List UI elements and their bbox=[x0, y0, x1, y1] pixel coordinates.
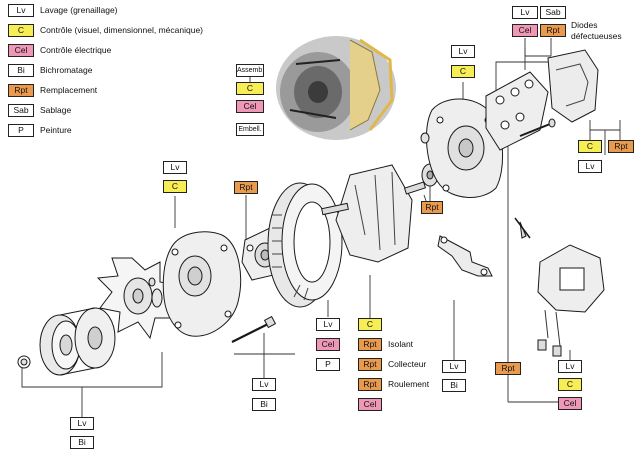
legend-text-lv: Lavage (grenaillage) bbox=[40, 5, 118, 15]
stud-tag-bi: Bi bbox=[252, 398, 276, 411]
rotor-tag-cel: Cel bbox=[358, 398, 382, 411]
legend-code-p: P bbox=[8, 124, 34, 137]
pulley-part bbox=[39, 307, 116, 376]
clip-part bbox=[437, 235, 493, 277]
diodes-tag-cel: Cel bbox=[512, 24, 538, 37]
legend-code-lv: Lv bbox=[8, 4, 34, 17]
regulator-tag-lv: Lv bbox=[578, 160, 602, 173]
rotor-tag-rpt-isolant: Rpt bbox=[358, 338, 382, 351]
legend-text-cel: Contrôle électrique bbox=[40, 45, 112, 55]
stator-tag-cel: Cel bbox=[316, 338, 340, 351]
brush-holder-tag-lv: Lv bbox=[558, 360, 582, 373]
rotor-part bbox=[321, 164, 427, 263]
brush-holder-part bbox=[519, 221, 605, 357]
regulator-tag-rpt: Rpt bbox=[608, 140, 634, 153]
brush-holder-tag-cel: Cel bbox=[558, 397, 582, 410]
photo-tag-cel: Cel bbox=[236, 100, 264, 113]
rotor-tag-c: C bbox=[358, 318, 382, 331]
fan-part bbox=[96, 257, 179, 340]
diodes-tag-rpt: Rpt bbox=[540, 24, 566, 37]
clip-tag-lv: Lv bbox=[442, 360, 466, 373]
legend-text-c: Contrôle (visuel, dimensionnel, mécaniqu… bbox=[40, 25, 203, 35]
front-housing-part bbox=[162, 231, 242, 337]
pulley-tag-bi: Bi bbox=[70, 436, 94, 449]
assembled-alternator-photo bbox=[276, 36, 396, 140]
stator-tag-p: P bbox=[316, 358, 340, 371]
rotor-label-isolant: Isolant bbox=[388, 339, 414, 349]
legend-code-bi: Bi bbox=[8, 64, 34, 77]
bracket-tag-lv: Lv bbox=[451, 45, 475, 58]
legend-text-p: Peinture bbox=[40, 125, 72, 135]
front-housing-tag-c: C bbox=[163, 180, 187, 193]
legend-text-bi: Bichromatage bbox=[40, 65, 93, 75]
rotor-label-collecteur: Collecteur bbox=[388, 359, 427, 369]
legend-code-cel: Cel bbox=[8, 44, 34, 57]
legend-code-c: C bbox=[8, 24, 34, 37]
rear-bracket-part bbox=[425, 98, 504, 198]
regulator-tag-c: C bbox=[578, 140, 602, 153]
photo-tag-assemb: Assemb. bbox=[236, 64, 264, 77]
parts bbox=[17, 49, 605, 376]
diodes-defectueuses-label: Diodes défectueuses bbox=[571, 20, 622, 41]
pulley-tag-lv: Lv bbox=[70, 417, 94, 430]
stud-tag-lv: Lv bbox=[252, 378, 276, 391]
diode-plate-part bbox=[485, 71, 549, 151]
brush-tag-rpt: Rpt bbox=[495, 362, 521, 375]
bolt-part bbox=[519, 118, 556, 137]
legend-code-rpt: Rpt bbox=[8, 84, 34, 97]
bearing-tag-rpt: Rpt bbox=[234, 181, 258, 194]
bracket-tag-c: C bbox=[451, 65, 475, 78]
screw-part bbox=[148, 277, 156, 287]
stud-part bbox=[231, 315, 277, 343]
diodes-tag-lv: Lv bbox=[512, 6, 538, 19]
brush-holder-tag-c: C bbox=[558, 378, 582, 391]
rotor-tag-rpt-roulement: Rpt bbox=[358, 378, 382, 391]
regulator-cover-part bbox=[547, 49, 599, 123]
legend-code-sab: Sab bbox=[8, 104, 34, 117]
front-housing-tag-lv: Lv bbox=[163, 161, 187, 174]
rotor-bearing-tag-rpt: Rpt bbox=[421, 201, 443, 214]
rotor-label-roulement: Roulement bbox=[388, 379, 430, 389]
photo-tag-c: C bbox=[236, 82, 264, 95]
stator-part bbox=[267, 182, 343, 308]
diodes-tag-sab: Sab bbox=[540, 6, 566, 19]
rotor-tag-rpt-collecteur: Rpt bbox=[358, 358, 382, 371]
clip-tag-bi: Bi bbox=[442, 379, 466, 392]
photo-tag-embell: Embell. bbox=[236, 123, 264, 136]
legend-text-rpt: Remplacement bbox=[40, 85, 98, 95]
legend-text-sab: Sablage bbox=[40, 105, 72, 115]
stator-tag-lv: Lv bbox=[316, 318, 340, 331]
